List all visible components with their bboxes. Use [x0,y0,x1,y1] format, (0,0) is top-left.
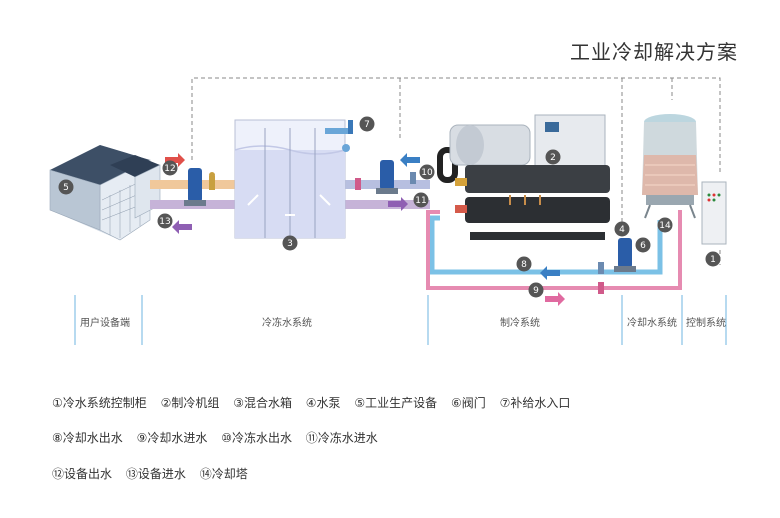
badge-circle [657,217,673,233]
badge-circle [614,221,630,237]
section-label-cooling-water: 冷却水系统 [627,318,677,329]
cooling-tower-icon [642,114,698,219]
legend-item: ⑦补给水入口 [499,396,571,410]
section-dividers [74,295,727,345]
badge-circle [359,116,375,132]
badge-circle [528,282,544,298]
badge-circle [516,256,532,272]
page-title: 工业冷却解决方案 [570,40,738,64]
flow-arrows-chilled [388,153,420,211]
legend-item: ⑤工业生产设备 [354,396,438,410]
control-signal-lines [191,77,721,265]
section-label-chilled-water: 冷冻水系统 [262,318,312,329]
cooling-water-pipes [426,210,682,290]
legend-item: ⑥阀门 [450,396,486,410]
mixing-tank-icon [234,119,346,239]
badge-circle [157,213,173,229]
badge-circle [419,164,435,180]
chilled-valves [355,172,416,190]
cooling-valves [598,262,604,294]
badge-label: 5 [63,183,69,193]
section-label-control: 控制系统 [686,318,726,329]
flow-arrows-user [165,153,192,234]
chilled-pump-icon [376,160,398,194]
badge-label: 13 [159,217,170,227]
badge-label: 11 [415,196,426,206]
badge-circle [413,192,429,208]
badge-circle [635,237,651,253]
badge-label: 10 [421,168,433,178]
cooling-pump-icon [614,238,636,272]
legend-item: ⑭冷却塔 [199,467,248,481]
user-pump-icon [184,168,206,206]
badge-label: 3 [287,239,293,249]
legend-item: ⑪冷冻水进水 [305,431,378,445]
makeup-water-inlet-icon [325,120,353,152]
legend-item: ⑨冷却水进水 [136,431,208,445]
legend-item: ⑩冷冻水出水 [221,431,292,445]
badge-circle [282,235,298,251]
badge-label: 2 [550,153,556,163]
badge-label: 7 [364,120,370,130]
legend-item: ⑧冷却水出水 [52,431,123,445]
badge-label: 6 [640,241,646,251]
badge-label: 14 [659,221,671,231]
badge-circle [58,179,74,195]
badge-label: 1 [710,255,716,265]
legend-row-2: ⑧冷却水出水 ⑨冷却水进水 ⑩冷冻水出水 ⑪冷冻水进水 [52,429,388,446]
legend-item: ③混合水箱 [233,396,292,410]
badge-circle [162,160,178,176]
chiller-unit-icon [437,114,610,240]
badge-circle [705,251,721,267]
numbered-badges: 5 12 13 3 7 2 10 11 4 6 14 1 8 9 [58,116,721,298]
legend-item: ⑬设备进水 [125,467,186,481]
badge-label: 4 [619,225,625,235]
section-label-refrigeration: 制冷系统 [500,318,540,329]
flow-arrows-cooling [540,266,565,306]
legend-row-1: ①冷水系统控制柜 ②制冷机组 ③混合水箱 ④水泵 ⑤工业生产设备 ⑥阀门 ⑦补给… [52,394,580,411]
legend-item: ④水泵 [305,396,341,410]
legend-row-3: ⑫设备出水 ⑬设备进水 ⑭冷却塔 [52,465,258,482]
control-cabinet-icon [701,181,727,245]
legend-item: ①冷水系统控制柜 [52,396,147,410]
badge-label: 8 [521,260,527,270]
badge-label: 12 [164,164,175,174]
badge-label: 9 [533,286,539,296]
section-label-user-equipment: 用户设备端 [80,318,130,329]
legend-item: ⑫设备出水 [52,467,113,481]
badge-circle [545,149,561,165]
user-valve-icon [209,172,215,190]
legend-item: ②制冷机组 [160,396,220,410]
